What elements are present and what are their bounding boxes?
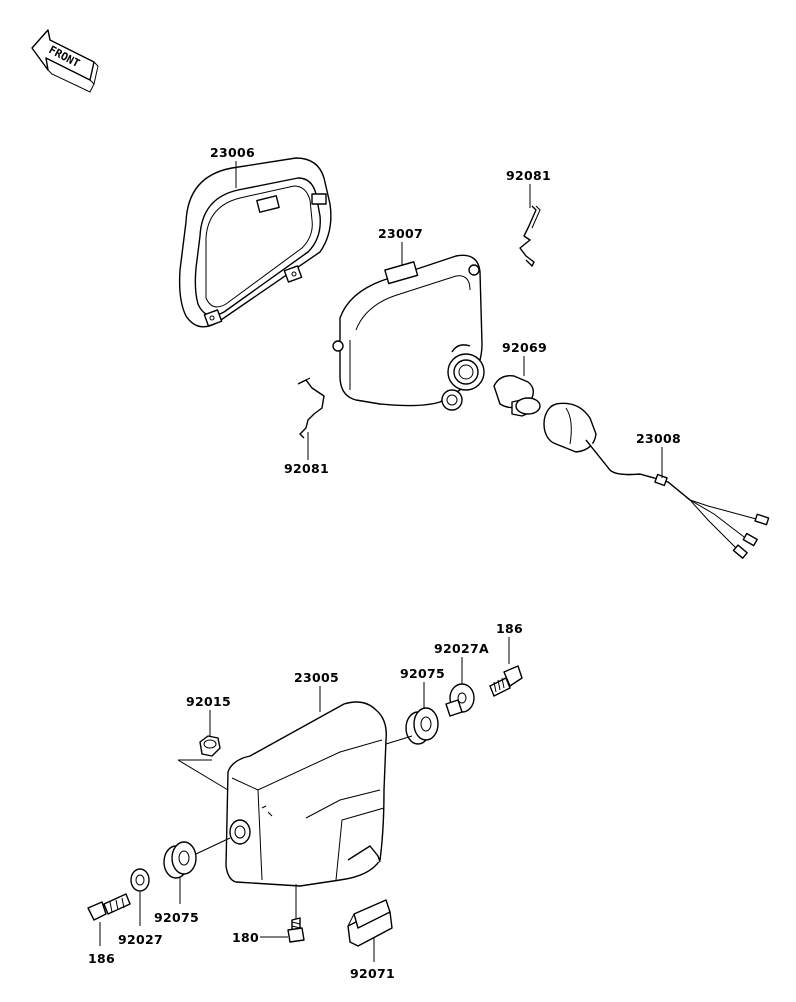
label-grommet-left: 92075 — [154, 878, 199, 925]
label-grommet-right: 92075 — [400, 666, 445, 708]
label-92081-left: 92081 — [284, 461, 329, 476]
front-arrow-badge: FRONT — [31, 29, 99, 93]
label-rim: 23006 — [210, 145, 255, 188]
label-92069: 92069 — [502, 340, 547, 355]
collar — [445, 683, 475, 717]
label-spring-left: 92081 — [284, 432, 329, 476]
label-23005: 23005 — [294, 670, 339, 685]
grommet-right — [385, 707, 439, 745]
bulb — [493, 375, 541, 417]
nut — [199, 735, 221, 757]
washer — [130, 868, 150, 892]
label-screw: 180 — [232, 930, 288, 945]
socket-harness — [543, 402, 770, 559]
screw — [287, 884, 305, 943]
label-socket: 23008 — [636, 431, 681, 478]
label-bolt-left: 186 — [88, 922, 115, 966]
label-180: 180 — [232, 930, 259, 945]
label-collar: 92027A — [434, 641, 489, 684]
label-92075-right: 92075 — [400, 666, 445, 681]
label-cover: 23005 — [177, 670, 339, 791]
label-92015: 92015 — [186, 694, 231, 709]
label-nut: 92015 — [186, 694, 231, 736]
label-92075-left: 92075 — [154, 910, 199, 925]
headlight-cover — [225, 701, 387, 887]
bolt-left — [87, 893, 131, 921]
spring-clip-left — [297, 377, 325, 439]
label-housing: 23007 — [378, 226, 423, 266]
label-23007: 23007 — [378, 226, 423, 241]
headlight-housing — [332, 254, 485, 411]
bolt-right — [489, 665, 523, 697]
label-clip: 92071 — [350, 938, 395, 981]
grommet-left — [163, 837, 231, 879]
headlight-rim — [178, 157, 332, 328]
label-spring-top: 92081 — [506, 168, 551, 208]
label-bulb: 92069 — [502, 340, 547, 376]
label-bolt-right: 186 — [496, 621, 523, 664]
label-92027: 92027 — [118, 932, 163, 947]
clip — [347, 899, 393, 947]
label-92027A: 92027A — [434, 641, 489, 656]
label-23006: 23006 — [210, 145, 255, 160]
label-washer: 92027 — [118, 892, 163, 947]
spring-clip-top — [519, 205, 541, 267]
label-186-left: 186 — [88, 951, 115, 966]
label-186-right: 186 — [496, 621, 523, 636]
label-92081-top: 92081 — [506, 168, 551, 183]
label-23008: 23008 — [636, 431, 681, 446]
label-92071: 92071 — [350, 966, 395, 981]
